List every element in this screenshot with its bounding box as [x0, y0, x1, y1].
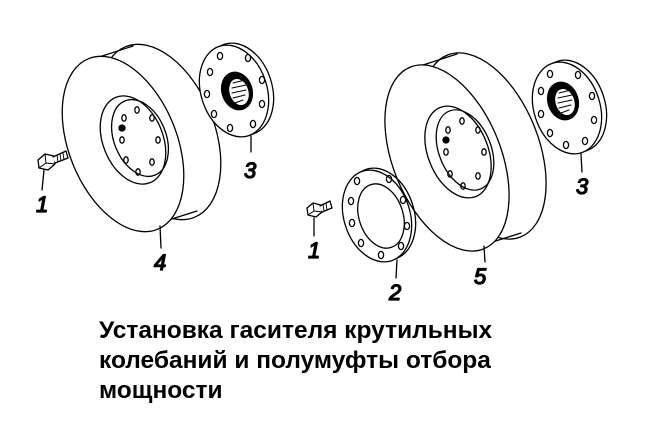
callout-bolt-right: 1: [308, 238, 320, 263]
bolt-right: [306, 200, 333, 237]
figure-caption: Установка гасителя крутильных колебаний …: [99, 316, 619, 406]
damper-left: [61, 43, 222, 249]
ring-right: [341, 167, 417, 279]
callout-ring-right: 2: [388, 280, 401, 305]
caption-line-2: колебаний и полумуфты отбора: [99, 347, 491, 374]
callout-damper-left: 4: [154, 250, 166, 275]
caption-line-1: Установка гасителя крутильных: [99, 317, 493, 344]
damper-right: [384, 52, 547, 263]
caption-line-3: мощности: [99, 377, 223, 404]
callout-flange-left: 3: [244, 158, 257, 183]
flange-right: [531, 59, 608, 173]
flange-left: [198, 42, 275, 153]
callout-damper-right: 5: [474, 264, 487, 289]
callout-bolt-left: 1: [36, 192, 48, 217]
callout-flange-right: 3: [576, 174, 589, 199]
bolt-left: [37, 150, 69, 191]
